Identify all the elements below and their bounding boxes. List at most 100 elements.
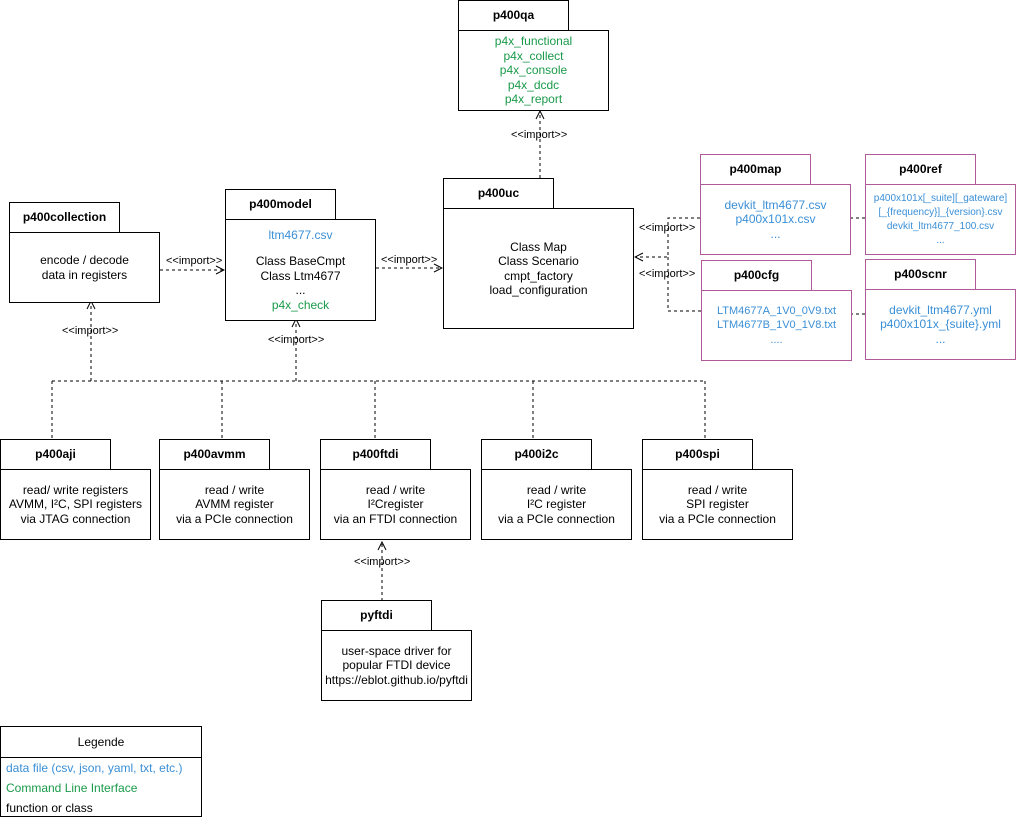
- package-entry: devkit_ltm4677.csv: [724, 197, 827, 212]
- package-entry: user-space driver for: [341, 643, 452, 658]
- package-p400uc-tab[interactable]: p400uc: [443, 178, 554, 209]
- package-entry: https://eblot.github.io/pyftdi: [325, 672, 468, 687]
- package-entry: read / write: [365, 482, 426, 497]
- package-title: p400ftdi: [352, 447, 399, 461]
- package-entry: Class Ltm4677: [260, 268, 341, 283]
- package-p400i2c-tab[interactable]: p400i2c: [481, 439, 592, 470]
- package-p400ftdi-tab[interactable]: p400ftdi: [320, 439, 431, 470]
- package-entry: ...: [770, 226, 781, 241]
- package-p400scnr-tab[interactable]: p400scnr: [865, 259, 976, 290]
- package-entry: I²Cregister: [367, 497, 424, 512]
- package-entry: [_{frequency}]_{version}.csv: [878, 206, 1003, 218]
- package-entry: ...: [936, 234, 945, 246]
- package-title: p400spi: [675, 447, 720, 461]
- package-entry: p4x_dcdc: [507, 77, 560, 92]
- package-entry: cmpt_factory: [504, 268, 573, 283]
- package-entry: p400x101x_{suite}.yml: [880, 317, 1001, 332]
- package-p400avmm-tab[interactable]: p400avmm: [159, 439, 270, 470]
- package-entry: AVMM, I²C, SPI registers: [8, 497, 143, 512]
- package-title: p400model: [249, 197, 312, 211]
- legend-title: Legende: [1, 727, 201, 758]
- package-entry: read / write: [687, 482, 748, 497]
- package-title: p400collection: [22, 210, 107, 224]
- package-entry: p4x_console: [499, 63, 568, 78]
- package-p400ref-tab[interactable]: p400ref: [865, 154, 976, 185]
- package-entry: I²C register: [526, 497, 587, 512]
- package-title: p400qa: [492, 8, 535, 22]
- package-title: p400avmm: [183, 447, 246, 461]
- package-title: pyftdi: [360, 608, 393, 622]
- package-entry: LTM4677A_1V0_0V9.txt: [716, 304, 837, 317]
- package-entry: via JTAG connection: [20, 511, 131, 526]
- package-entry: ....: [770, 333, 783, 346]
- package-entry: AVMM register: [195, 497, 274, 512]
- package-title: p400i2c: [514, 447, 559, 461]
- package-entry: read / write: [526, 482, 587, 497]
- edge-cfg-to-uc: [667, 257, 701, 312]
- package-entry: via a PCIe connection: [498, 511, 615, 526]
- package-entry: p4x_check: [271, 297, 330, 312]
- package-p400qa-tab[interactable]: p400qa: [458, 0, 569, 31]
- package-entry: p400x101x.csv: [735, 212, 816, 227]
- package-entry: via a PCIe connection: [176, 511, 293, 526]
- package-entry: p400x101x[_suite][_gateware]: [873, 192, 1008, 204]
- package-entry: data in registers: [41, 267, 128, 282]
- package-entry: p4x_report: [504, 92, 563, 107]
- package-entry: SPI register: [686, 497, 749, 512]
- package-title: p400scnr: [894, 267, 947, 281]
- package-entry: LTM4677B_1V0_1V8.txt: [716, 319, 837, 332]
- package-p400model-tab[interactable]: p400model: [225, 189, 336, 220]
- package-entry: [226, 242, 375, 254]
- package-title: p400uc: [477, 186, 520, 200]
- package-entry: ...: [935, 331, 946, 346]
- legend: Legende data file (csv, json, yaml, txt,…: [0, 726, 202, 817]
- package-entry: load_configuration: [489, 283, 588, 297]
- package-entry: devkit_ltm4677.yml: [889, 302, 992, 317]
- package-title: p400ref: [899, 162, 942, 176]
- edge-label-cfg-uc: <<import>>: [639, 268, 696, 280]
- package-entry: Class BaseCmpt: [255, 254, 346, 269]
- legend-data-file: data file (csv, json, yaml, txt, etc.): [6, 761, 183, 775]
- package-entry: p4x_collect: [503, 48, 564, 63]
- edge-label-bus-model: <<import>>: [268, 334, 325, 346]
- package-p400ref-body[interactable]: p400x101x[_suite][_gateware] [_{frequency…: [865, 184, 1016, 255]
- package-entry: via an FTDI connection: [333, 511, 458, 526]
- package-title: p400map: [729, 162, 782, 176]
- package-entry: popular FTDI device: [342, 658, 451, 673]
- package-entry: ltm4677.csv: [268, 227, 333, 242]
- package-entry: Class Scenario: [498, 254, 579, 268]
- package-entry: read / write: [204, 482, 265, 497]
- edge-label-uc-qa: <<import>>: [511, 129, 568, 141]
- edge-label-bus-collection: <<import>>: [62, 325, 119, 337]
- package-entry: p4x_functional: [494, 34, 573, 49]
- edge-label-collection-model: <<import>>: [166, 255, 223, 267]
- package-entry: Class Map: [510, 239, 567, 254]
- edge-label-pyftdi-ftdi: <<import>>: [354, 556, 411, 568]
- package-title: p400cfg: [733, 268, 780, 282]
- edge-label-map-uc: <<import>>: [639, 222, 696, 234]
- edge-label-model-uc: <<import>>: [381, 254, 438, 266]
- package-p400collection-tab[interactable]: p400collection: [9, 202, 120, 233]
- package-p400aji-tab[interactable]: p400aji: [0, 439, 111, 470]
- package-p400map-tab[interactable]: p400map: [700, 154, 811, 185]
- legend-function-or-class: function or class: [6, 801, 93, 815]
- package-entry: read/ write registers: [22, 482, 129, 497]
- package-p400cfg-tab[interactable]: p400cfg: [701, 260, 812, 291]
- legend-cli: Command Line Interface: [6, 781, 138, 795]
- package-pyftdi-tab[interactable]: pyftdi: [321, 600, 432, 631]
- package-p400spi-tab[interactable]: p400spi: [642, 439, 753, 470]
